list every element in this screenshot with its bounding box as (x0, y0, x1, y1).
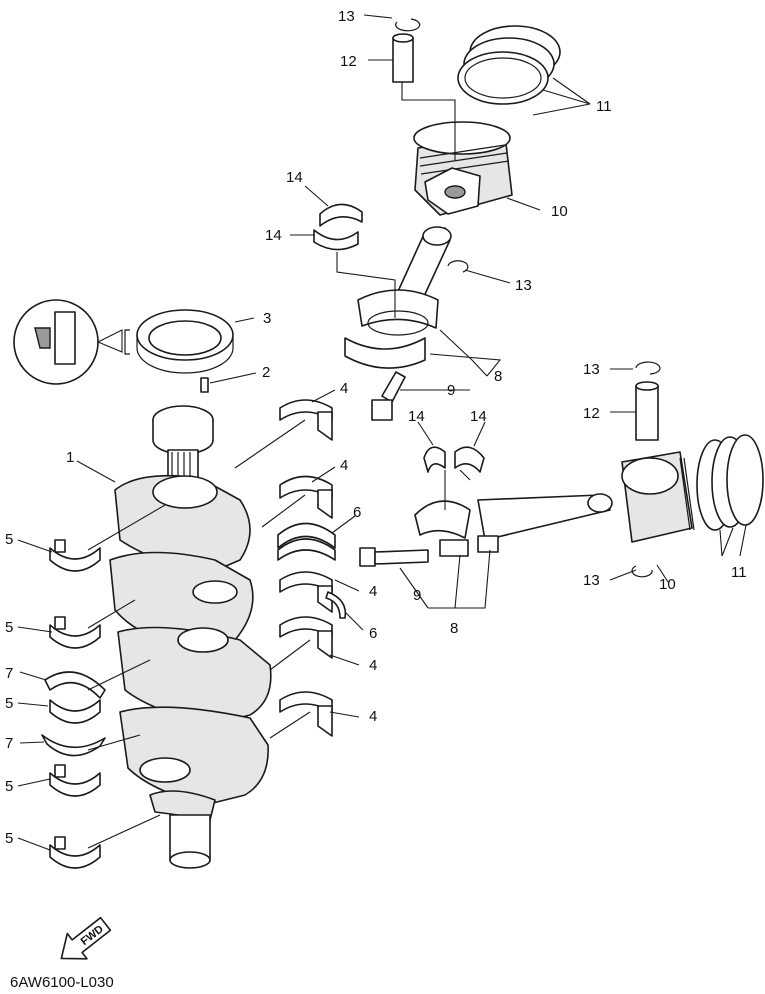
callout-4: 4 (369, 583, 377, 600)
lower-connecting-rod-8[interactable] (414, 493, 613, 557)
callout-4: 4 (369, 657, 377, 674)
callout-13: 13 (583, 572, 600, 589)
main-bearing-lower-5a[interactable] (49, 539, 101, 572)
thrust-bearing-7a[interactable] (44, 671, 106, 699)
upper-piston-10[interactable] (413, 121, 513, 216)
lower-circlip-top-13[interactable] (635, 361, 661, 375)
callout-14: 14 (408, 408, 425, 425)
lower-bearing-shells-14[interactable] (423, 446, 485, 473)
upper-piston-pin-12[interactable] (392, 33, 414, 83)
callout-labels: 13 12 11 10 13 14 14 8 9 3 2 4 4 6 4 6 4… (5, 8, 747, 847)
main-bearing-upper-4b[interactable] (279, 475, 333, 519)
drawing-code: 6AW6100-L030 (10, 974, 114, 991)
callout-13: 13 (338, 8, 355, 25)
main-bearing-lower-5e[interactable] (49, 836, 101, 869)
callout-12: 12 (340, 53, 357, 70)
oil-seal-3[interactable] (136, 309, 234, 374)
crankshaft-1[interactable] (109, 405, 272, 869)
callout-5: 5 (5, 619, 13, 636)
upper-bearing-shells-14[interactable] (313, 203, 363, 251)
callout-4: 4 (369, 708, 377, 725)
main-bearing-lower-5b[interactable] (49, 616, 101, 649)
callout-4: 4 (340, 457, 348, 474)
callout-9: 9 (447, 382, 455, 399)
callout-12: 12 (583, 405, 600, 422)
callout-5: 5 (5, 531, 13, 548)
callout-11: 11 (731, 564, 747, 581)
upper-piston-rings-11[interactable] (457, 25, 561, 105)
main-bearing-lower-5c[interactable] (49, 699, 101, 724)
main-bearing-upper-4d[interactable] (279, 616, 333, 659)
thrust-washer-6b[interactable] (325, 591, 347, 619)
main-bearing-upper-4c[interactable] (279, 571, 333, 613)
main-bearing-lower-5d[interactable] (49, 764, 101, 797)
thrust-bearing-7b[interactable] (41, 734, 106, 757)
lower-rod-bolt-9[interactable] (359, 547, 429, 567)
callout-14: 14 (265, 227, 282, 244)
oil-seal-install-inset (13, 299, 130, 385)
callout-2: 2 (262, 364, 270, 381)
callout-5: 5 (5, 695, 13, 712)
upper-connecting-rod-8[interactable] (344, 226, 452, 369)
callout-5: 5 (5, 830, 13, 847)
thrust-bearing-6a[interactable] (277, 522, 336, 561)
callout-5: 5 (5, 778, 13, 795)
upper-circlip-13[interactable] (395, 18, 421, 32)
lower-piston-10[interactable] (621, 451, 695, 543)
lower-piston-rings-11[interactable] (696, 434, 764, 531)
callout-9: 9 (413, 587, 421, 604)
dowel-pin-2[interactable] (200, 377, 209, 393)
fwd-arrow-icon: FWD (60, 916, 112, 960)
main-bearing-upper-4a[interactable] (279, 399, 333, 441)
callout-7: 7 (5, 735, 13, 752)
callout-14: 14 (470, 408, 487, 425)
callout-1: 1 (66, 449, 74, 466)
callout-10: 10 (551, 203, 568, 220)
leader-lines (17, 14, 747, 851)
callout-13: 13 (583, 361, 600, 378)
callout-8: 8 (494, 368, 502, 385)
callout-10: 10 (659, 576, 676, 593)
callout-14: 14 (286, 169, 303, 186)
callout-3: 3 (263, 310, 271, 327)
callout-8: 8 (450, 620, 458, 637)
callout-6: 6 (369, 625, 377, 642)
callout-13: 13 (515, 277, 532, 294)
upper-rod-bolt-9[interactable] (371, 371, 406, 421)
callout-4: 4 (340, 380, 348, 397)
callout-6: 6 (353, 504, 361, 521)
lower-piston-pin-12[interactable] (635, 381, 659, 441)
callout-7: 7 (5, 665, 13, 682)
lower-circlip-bottom-13[interactable] (631, 565, 653, 578)
callout-11: 11 (596, 98, 612, 115)
